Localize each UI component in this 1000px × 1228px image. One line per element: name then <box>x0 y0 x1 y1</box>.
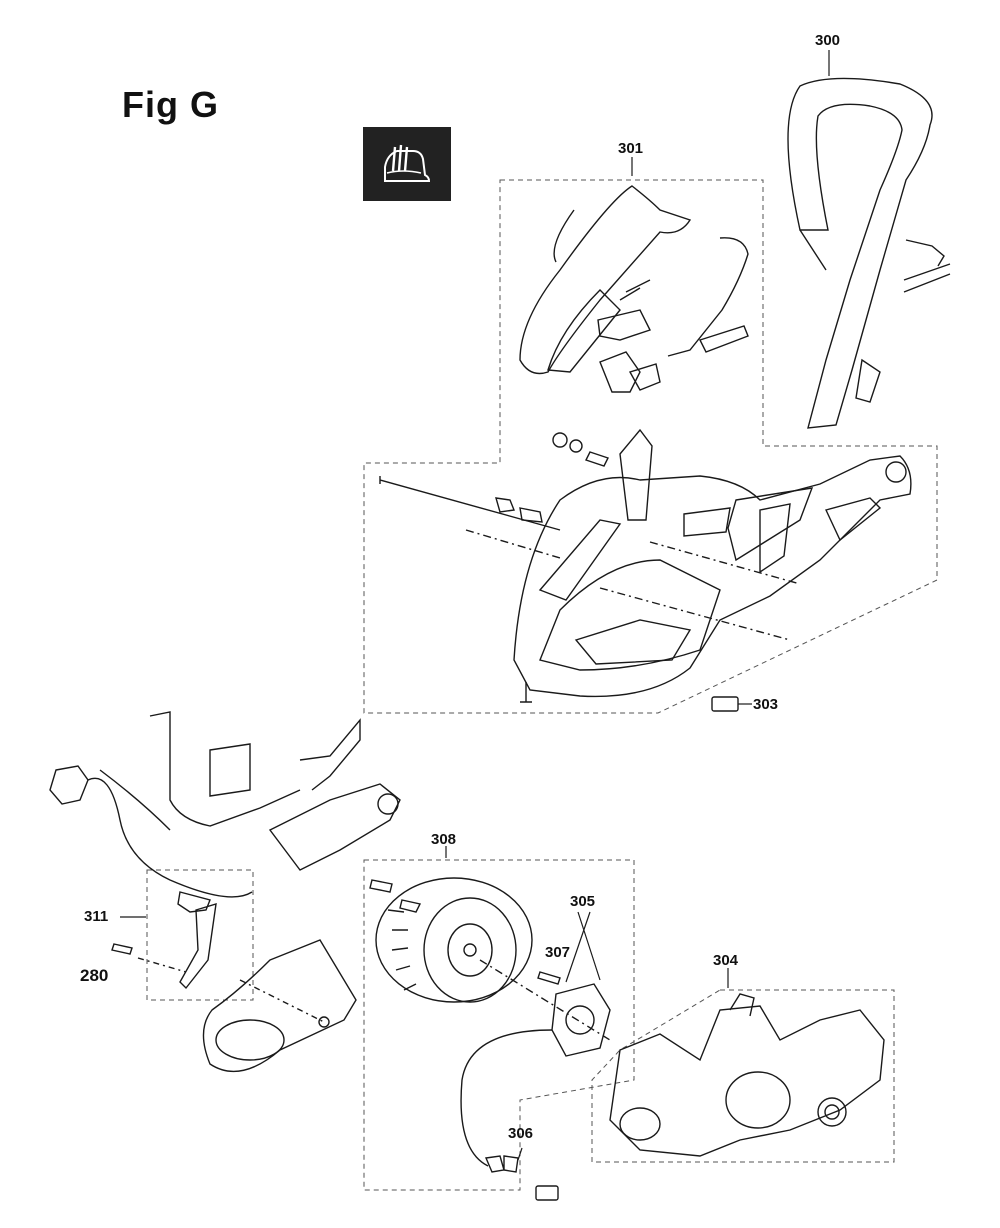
group-outline-308 <box>363 859 635 1191</box>
screw-307 <box>537 971 561 985</box>
crankcase-fragment <box>202 939 357 1073</box>
leader-306 <box>517 1147 523 1161</box>
switch-insert-303 <box>711 696 739 712</box>
rear-handle-housing <box>513 428 912 698</box>
housing-screw <box>520 682 532 703</box>
part-label-306: 306 <box>508 1125 534 1142</box>
part-label-280: 280 <box>80 966 109 985</box>
flywheel <box>369 877 533 1003</box>
small-gear-parts <box>552 432 609 467</box>
part-label-308: 308 <box>431 831 457 848</box>
throttle-rod <box>379 476 561 531</box>
part-label-305: 305 <box>570 893 596 910</box>
part-label-307: 307 <box>545 944 571 961</box>
protective-gloves-icon <box>363 127 451 201</box>
part-label-300: 300 <box>815 32 841 49</box>
part-label-301: 301 <box>618 140 644 157</box>
stop-switch-311 <box>177 891 217 990</box>
group-outline-311 <box>146 869 254 1001</box>
throttle-components <box>519 185 749 393</box>
stator-coil <box>551 983 611 1057</box>
group-outline-301 <box>363 179 938 714</box>
connector-insert <box>535 1185 559 1201</box>
crankcase <box>609 993 885 1157</box>
group-outline-304 <box>591 989 895 1163</box>
wiring-harness <box>49 711 401 898</box>
front-handle <box>787 77 951 429</box>
part-label-311: 311 <box>84 908 109 925</box>
figure-title: Fig G <box>122 84 219 125</box>
part-label-303: 303 <box>753 696 779 713</box>
part-label-304: 304 <box>713 952 739 969</box>
connector-306 <box>484 1155 519 1173</box>
screw-280 <box>111 943 133 955</box>
ignition-wire <box>460 1029 553 1167</box>
